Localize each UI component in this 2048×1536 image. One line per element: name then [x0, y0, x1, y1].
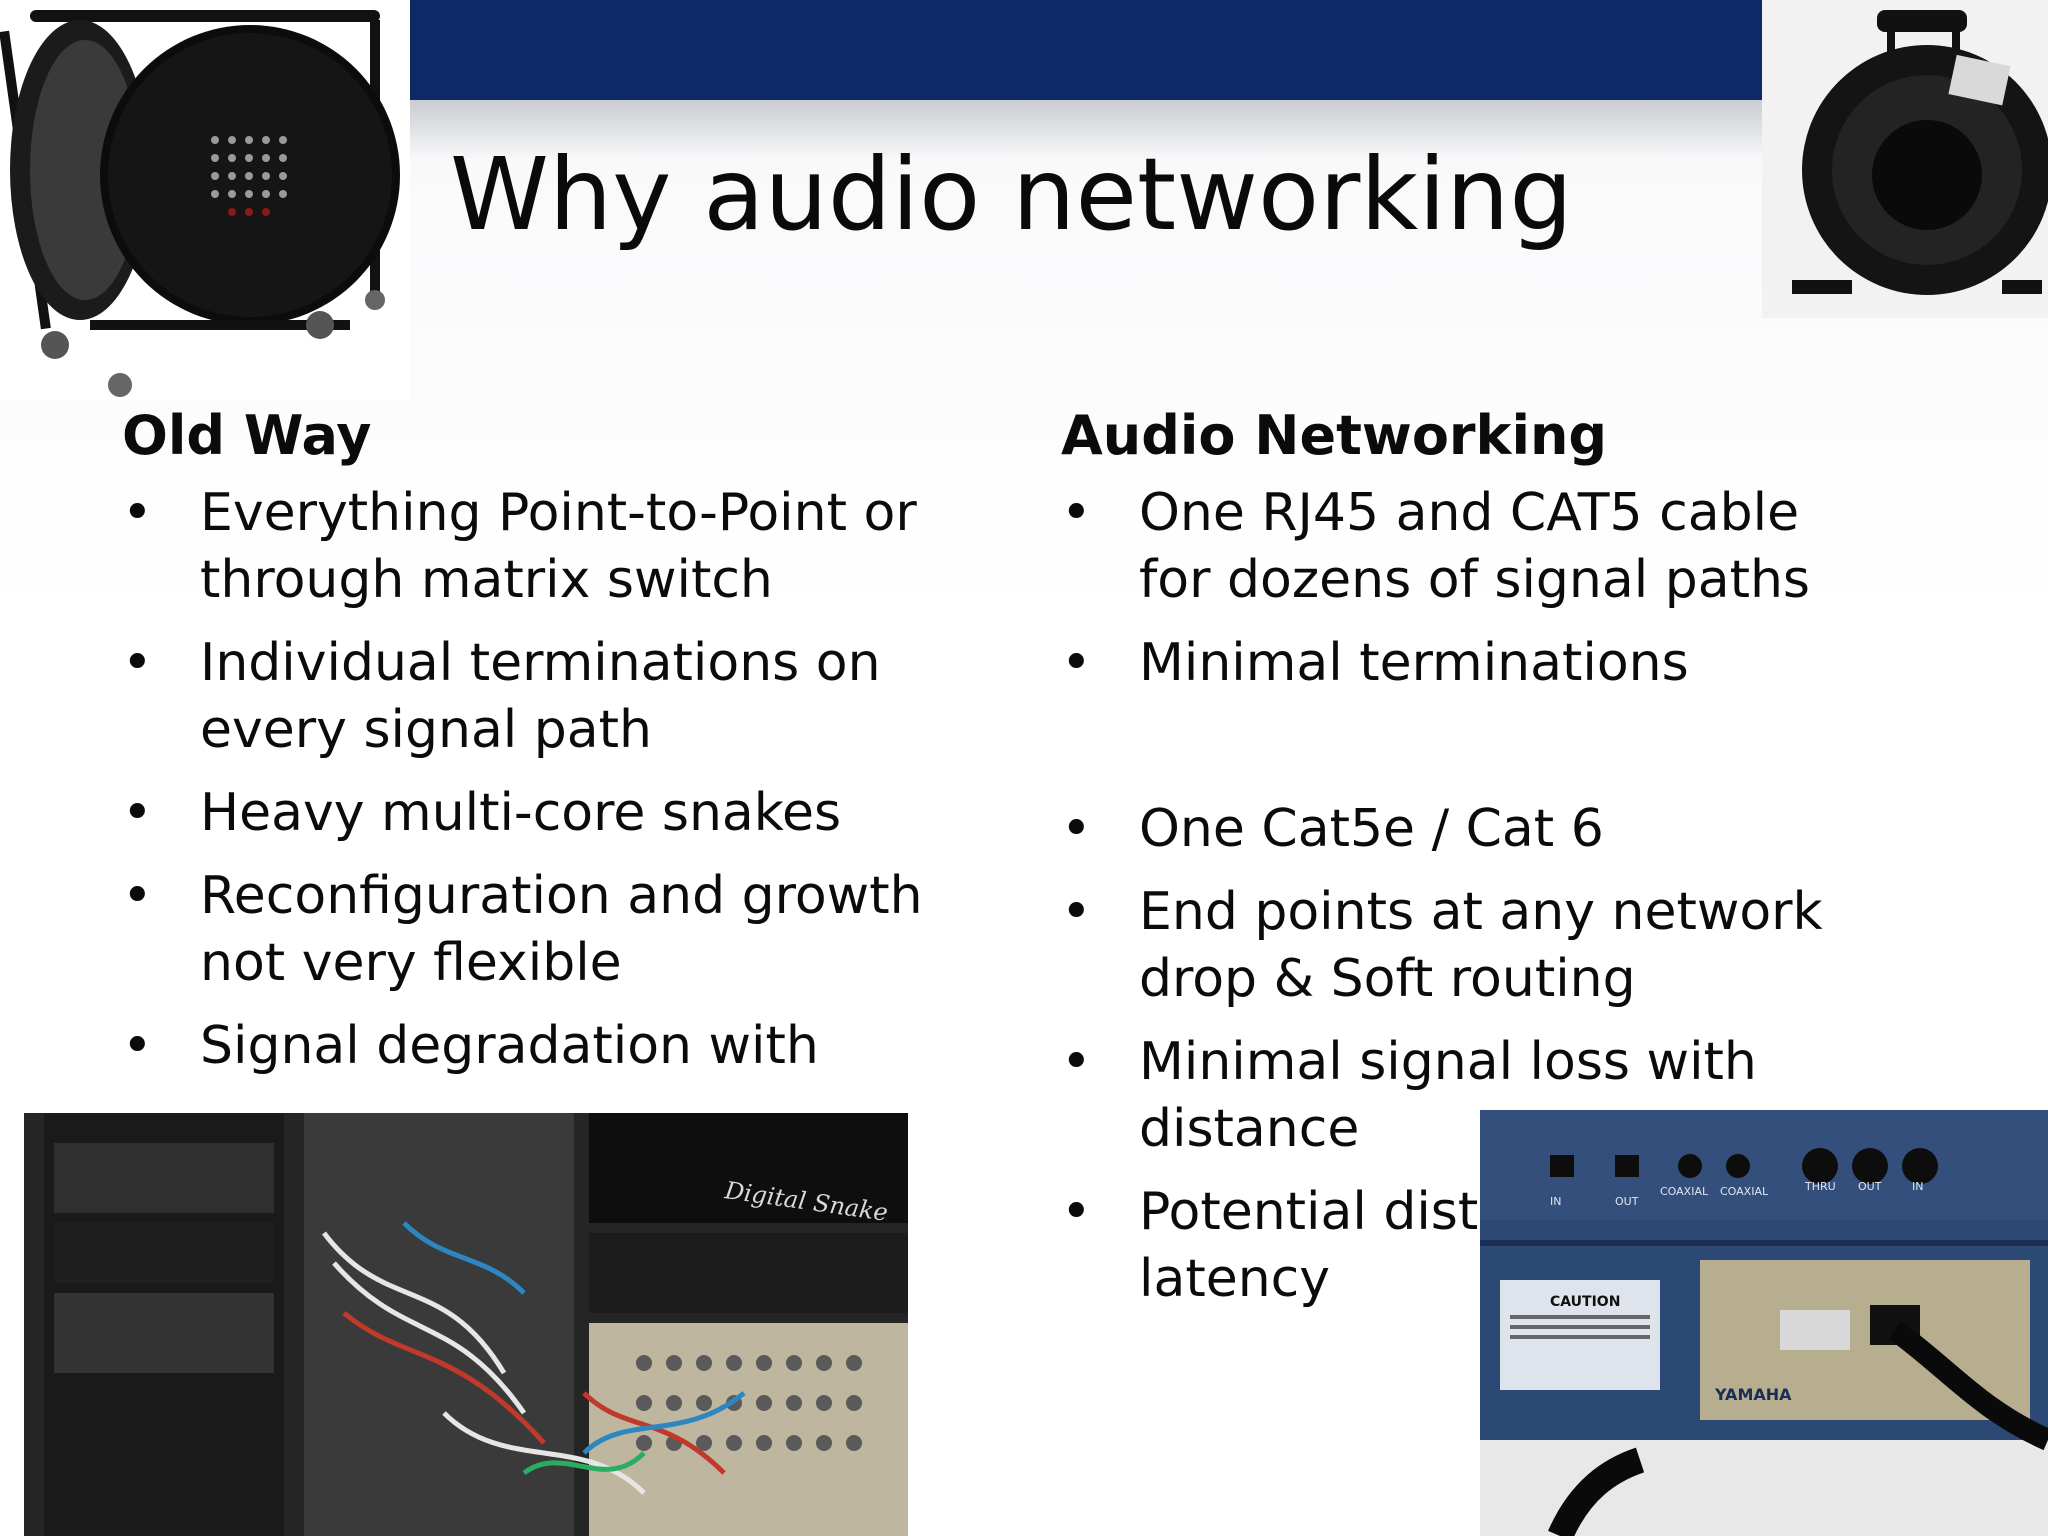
bullet-icon: • [122, 783, 153, 843]
cable-reel-photo-right [1762, 0, 2048, 318]
list-item: •One RJ45 and CAT5 cable for dozens of s… [1061, 480, 1881, 614]
old-way-heading: Old Way [122, 404, 372, 467]
bullet-icon: • [1061, 633, 1092, 693]
port-label: COAXIAL [1720, 1185, 1769, 1198]
list-item: •Individual terminations on every signal… [122, 630, 942, 764]
old-way-column: Old Way •Everything Point-to-Point or th… [122, 400, 942, 1096]
port-label: OUT [1858, 1180, 1882, 1193]
bullet-icon: • [1061, 799, 1092, 859]
list-item: •Heavy multi-core snakes [122, 780, 942, 847]
brand-label: YAMAHA [1714, 1385, 1792, 1404]
list-item: •Signal degradation with [122, 1013, 942, 1080]
bullet-icon: • [1061, 1182, 1092, 1242]
bullet-icon: • [122, 483, 153, 543]
list-item: •One Cat5e / Cat 6 [1061, 796, 1881, 863]
list-item: •Reconfiguration and growth not very fle… [122, 863, 942, 997]
port-label: COAXIAL [1660, 1185, 1709, 1198]
bullet-icon: • [122, 633, 153, 693]
port-label: IN [1912, 1180, 1923, 1193]
list-item: •Minimal signal loss with distance [1061, 1029, 1881, 1163]
title-band-shadow [410, 100, 1764, 160]
bullet-icon: • [122, 866, 153, 926]
list-item: •Minimal terminations [1061, 630, 1881, 697]
list-item: •Everything Point-to-Point or through ma… [122, 480, 942, 614]
old-way-list: •Everything Point-to-Point or through ma… [122, 480, 942, 1080]
caution-label: CAUTION [1550, 1294, 1620, 1310]
port-label: THRU [1804, 1180, 1836, 1193]
bullet-icon: • [1061, 1032, 1092, 1092]
audio-networking-column: Audio Networking •One RJ45 and CAT5 cabl… [1061, 400, 1881, 1329]
console-interface-photo: IN OUT COAXIAL COAXIAL THRU OUT IN CAUTI… [1480, 1110, 2048, 1536]
port-label: OUT [1615, 1195, 1639, 1208]
port-label: IN [1550, 1195, 1561, 1208]
bullet-icon: • [122, 1016, 153, 1076]
title-band [410, 0, 1764, 100]
bullet-icon: • [1061, 882, 1092, 942]
list-spacer [1061, 713, 1881, 780]
audio-networking-list: •One RJ45 and CAT5 cable for dozens of s… [1061, 480, 1881, 1313]
equipment-rack-photo: Digital Snake [24, 1113, 908, 1536]
slide-title: Why audio networking [450, 136, 1573, 253]
bullet-icon: • [1061, 483, 1092, 543]
cable-reel-photo-left [0, 0, 410, 400]
list-item: •End points at any network drop & Soft r… [1061, 879, 1881, 1013]
audio-networking-heading: Audio Networking [1061, 404, 1608, 467]
